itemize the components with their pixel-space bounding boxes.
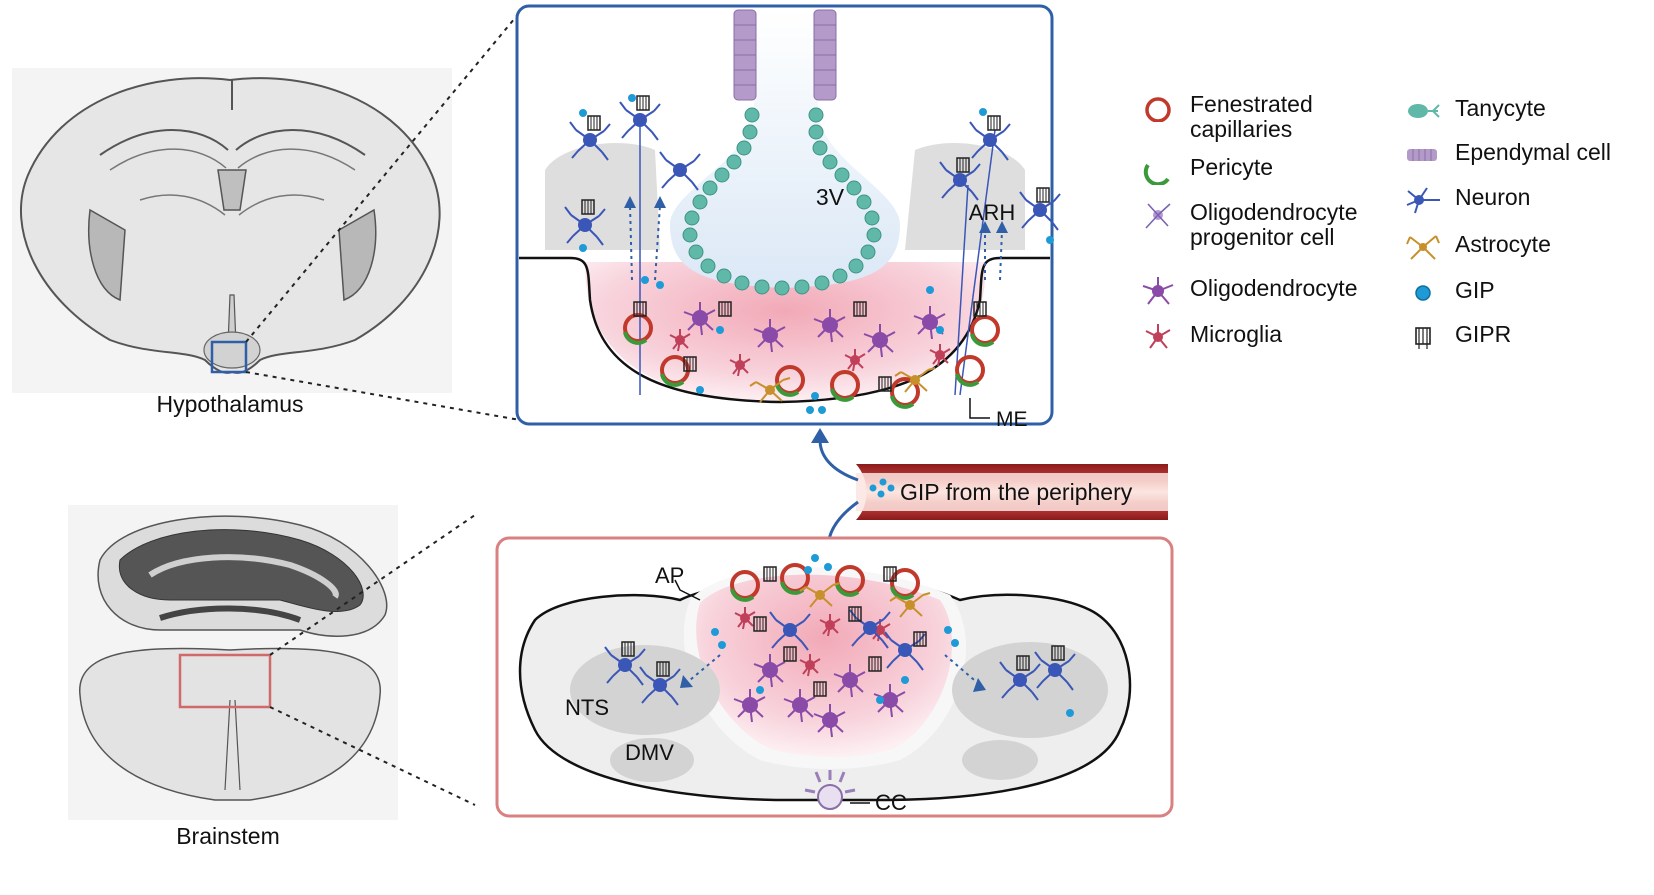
pericyte-icon: [1143, 163, 1170, 185]
astrocyte-icon: [1406, 235, 1440, 260]
legend-item-microglia: Microglia: [1140, 322, 1282, 352]
brainstem-gip-dots: [711, 554, 1074, 717]
me-label: ME: [996, 408, 1028, 431]
legend-label: Ependymal cell: [1455, 139, 1611, 165]
brainstem-label: Brainstem: [176, 823, 280, 849]
zoom-connectors: [245, 11, 521, 806]
legend-label: Fenestrated capillaries: [1190, 91, 1313, 142]
dmv-label: DMV: [625, 740, 674, 765]
hypothalamus-label: Hypothalamus: [156, 391, 303, 417]
legend-label: Pericyte: [1190, 154, 1274, 180]
gip-icon: [1415, 285, 1431, 301]
brainstem-detail-panel: [495, 536, 1174, 818]
legend-item-neuron: Neuron: [1405, 185, 1530, 215]
tanycyte-icon: [1408, 104, 1440, 118]
microglia-icon: [1145, 324, 1171, 349]
brainstem-roi-box: [178, 653, 272, 709]
legend-item-oligodendrocyte: Oligodendrocyte: [1140, 276, 1358, 306]
legend-label: Neuron: [1455, 184, 1531, 210]
cc-label: CC: [875, 790, 907, 815]
legend-label: Microglia: [1190, 321, 1283, 347]
legend-item-opc: Oligodendrocyte progenitor cell: [1140, 200, 1358, 250]
legend-item-fenestrated-capillaries: Fenestrated capillaries: [1140, 92, 1313, 142]
oligodendrocyte-icon: [1142, 277, 1174, 305]
legend-label: GIP: [1455, 277, 1495, 303]
legend-label: Tanycyte: [1455, 95, 1546, 121]
legend-item-astrocyte: Astrocyte: [1405, 232, 1551, 262]
legend-label: Oligodendrocyte progenitor cell: [1190, 199, 1358, 250]
neuron-icon: [1406, 187, 1440, 214]
legend-item-gip: GIP: [1405, 278, 1495, 308]
gip-flow-arrows: [818, 439, 859, 549]
arh-label: ARH: [969, 200, 1015, 225]
legend-item-pericyte: Pericyte: [1140, 155, 1273, 185]
legend-item-ependymal-cell: Ependymal cell: [1405, 140, 1611, 170]
brainstem-section: [68, 505, 398, 820]
hypothalamus-detail-panel: [515, 4, 1061, 426]
blood-vessel: [856, 464, 1168, 520]
legend-label: Astrocyte: [1455, 231, 1551, 257]
legend-label: Oligodendrocyte: [1190, 275, 1358, 301]
ap-label: AP: [655, 563, 684, 588]
opc-icon: [1145, 203, 1171, 229]
nts-label: NTS: [565, 695, 609, 720]
legend-label: GIPR: [1455, 321, 1512, 347]
gipr-icon: [1415, 327, 1431, 349]
third-ventricle-label: 3V: [816, 184, 845, 210]
hypothalamus-brain-section: [12, 68, 452, 393]
fenestrated-capillary-icon: [1145, 97, 1171, 122]
ependymal-cell-icon: [1407, 149, 1437, 161]
hypothalamus-neurons: [564, 95, 1061, 396]
tanycyte-lining: [682, 107, 882, 296]
hypothalamus-gip-dots: [579, 94, 1054, 414]
legend-item-gipr: GIPR: [1405, 322, 1511, 352]
gip-source-label: GIP from the periphery: [900, 479, 1133, 505]
legend-item-tanycyte: Tanycyte: [1405, 96, 1546, 126]
central-canal: [804, 770, 870, 810]
hypothalamus-roi-box: [210, 340, 248, 374]
